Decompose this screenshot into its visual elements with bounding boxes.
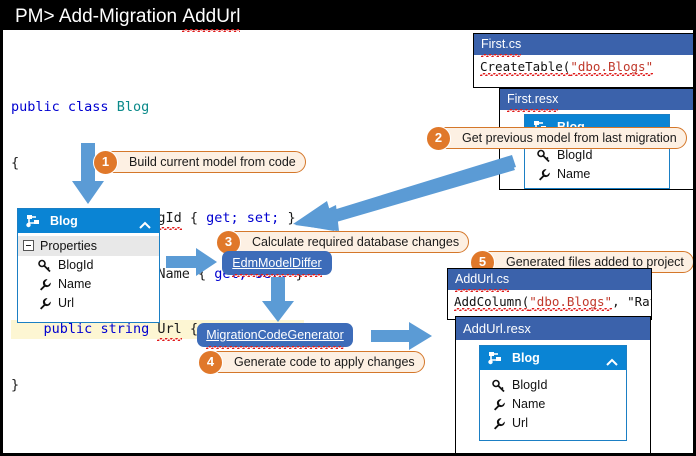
entity-header-current-model[interactable]: Blog <box>18 209 159 233</box>
code-line-1: public class Blog <box>11 98 304 117</box>
console-prompt-text: PM> Add-Migration <box>15 6 183 27</box>
arrow-previous-model-to-differ <box>281 153 516 231</box>
entity-box-previous-model[interactable]: Blog BlogId <box>524 114 670 189</box>
class-box-migrationcodegenerator[interactable]: MigrationCodeGenerator <box>197 323 353 349</box>
kw-string-2: string <box>100 321 150 337</box>
kw-get-1: get; <box>206 210 239 226</box>
code-line-2: { <box>11 154 20 171</box>
property-label: Name <box>512 397 546 411</box>
console-command-arg: AddUrl <box>182 3 241 32</box>
property-label: Name <box>58 277 92 291</box>
file-panel-addurl-resx[interactable]: AddUrl.resx Blog <box>455 316 651 453</box>
code-line-6: } <box>11 376 20 393</box>
code-separator: , <box>612 294 628 309</box>
property-row-url[interactable]: Url <box>480 414 626 433</box>
callout-1-text: Build current model from code <box>129 155 296 169</box>
entity-icon <box>487 350 504 366</box>
class-box-edmmodeldiffer[interactable]: EdmModelDiffer <box>222 251 332 277</box>
entity-header-new-model[interactable]: Blog <box>480 346 626 370</box>
key-icon <box>38 259 52 273</box>
property-label: BlogId <box>58 258 94 272</box>
entity-body-current-model: Properties BlogId <box>18 233 159 317</box>
entity-box-new-model[interactable]: Blog BlogId <box>479 345 627 441</box>
wrench-icon <box>492 417 506 431</box>
code-call-createtable: CreateTable( <box>480 59 571 76</box>
callout-3-text: Calculate required database changes <box>252 235 460 249</box>
property-row-url[interactable]: Url <box>18 294 159 313</box>
callout-1: 1 Build current model from code <box>93 150 306 175</box>
class-label-edmmodeldiffer: EdmModelDiffer <box>232 251 323 277</box>
member-url: Url <box>157 321 183 340</box>
file-name-first-resx: First.resx <box>507 89 559 112</box>
entity-box-current-model[interactable]: Blog Properties BlogId <box>17 208 160 323</box>
callout-5-text: Generated files added to project <box>506 255 684 269</box>
property-row-blogid[interactable]: BlogId <box>480 376 626 395</box>
callout-5: 5 Generated files added to project <box>470 250 693 275</box>
property-group-label: Properties <box>40 239 97 253</box>
console-prompt-bar: PM> Add-Migration AddUrl <box>3 3 693 32</box>
code-keyword-public-class: public class <box>11 99 109 115</box>
file-name-addurl-cs: AddUrl.cs <box>455 269 510 292</box>
file-header-addurl-cs: AddUrl.cs <box>448 269 651 292</box>
wrench-icon <box>492 398 506 412</box>
member-name: Name <box>157 265 190 282</box>
property-label: Url <box>512 416 528 430</box>
chevron-up-icon[interactable] <box>606 352 618 366</box>
property-label: Url <box>58 296 74 310</box>
property-row-name[interactable]: Name <box>480 395 626 414</box>
wrench-icon <box>537 168 551 182</box>
code-string-dbo-blogs: "dbo.Blogs" <box>529 294 613 311</box>
file-name-addurl-resx: AddUrl.resx <box>463 321 531 336</box>
entity-title-new-model: Blog <box>512 351 540 365</box>
file-code-first-cs: CreateTable("dbo.Blogs" <box>474 55 693 78</box>
property-row-blogid[interactable]: BlogId <box>18 256 159 275</box>
callout-3: 3 Calculate required database changes <box>216 230 470 255</box>
file-name-first-cs: First.cs <box>481 34 522 57</box>
callout-2-number: 2 <box>426 126 451 151</box>
callout-4: 4 Generate code to apply changes <box>198 350 425 375</box>
property-label: Name <box>557 167 591 181</box>
property-row-blogid[interactable]: BlogId <box>525 146 669 165</box>
file-header-addurl-resx: AddUrl.resx <box>456 317 650 340</box>
property-row-name[interactable]: Name <box>18 275 159 294</box>
code-type-blog: Blog <box>116 99 150 115</box>
file-code-addurl-cs: AddColumn("dbo.Blogs", "Rat <box>448 290 651 313</box>
key-icon <box>492 379 506 393</box>
arrow-code-to-model <box>71 143 105 205</box>
callout-1-number: 1 <box>93 150 118 175</box>
file-panel-first-cs[interactable]: First.cs CreateTable("dbo.Blogs" <box>473 33 693 88</box>
wrench-icon <box>38 297 52 311</box>
entity-icon <box>25 213 42 229</box>
entity-body-new-model: BlogId Name <box>480 370 626 437</box>
kw-public-3: public <box>43 321 93 337</box>
arrow-generator-to-files <box>371 321 433 351</box>
callout-4-text: Generate code to apply changes <box>234 355 415 369</box>
callout-2-text: Get previous model from last migration <box>462 131 677 145</box>
property-label: BlogId <box>512 378 548 392</box>
file-header-first-cs: First.cs <box>474 34 693 57</box>
property-label: BlogId <box>557 148 593 162</box>
wrench-icon <box>38 278 52 292</box>
callout-4-number: 4 <box>198 350 223 375</box>
class-label-migrationcodegenerator: MigrationCodeGenerator <box>206 323 344 349</box>
collapse-expander-icon[interactable] <box>23 240 34 251</box>
file-panel-addurl-cs[interactable]: AddUrl.cs AddColumn("dbo.Blogs", "Rat <box>447 268 652 320</box>
chevron-up-icon[interactable] <box>139 215 151 229</box>
file-header-first-resx: First.resx <box>500 89 693 112</box>
code-string-dbo-blogs: "dbo.Blogs" <box>570 59 654 76</box>
property-row-name[interactable]: Name <box>525 165 669 184</box>
code-call-addcolumn: AddColumn( <box>454 294 530 311</box>
key-icon <box>537 149 551 163</box>
callout-2: 2 Get previous model from last migration <box>426 126 687 151</box>
code-string-rat: "Rat <box>627 294 651 309</box>
arrow-differ-to-generator <box>261 277 295 323</box>
entity-title-current-model: Blog <box>50 214 78 228</box>
property-group-header[interactable]: Properties <box>18 236 159 256</box>
kw-set-1: set; <box>246 210 280 226</box>
arrow-model-to-differ <box>166 247 218 277</box>
